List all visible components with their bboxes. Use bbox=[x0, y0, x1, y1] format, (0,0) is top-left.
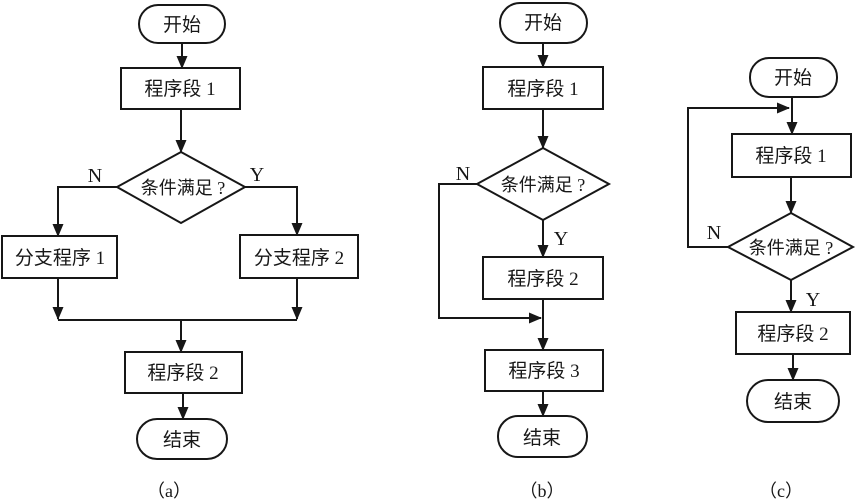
b-process-2-label: 程序段 2 bbox=[507, 268, 578, 290]
a-process-2-label: 程序段 2 bbox=[147, 362, 218, 384]
c-process-1-box bbox=[731, 133, 852, 178]
c-yes-label: Y bbox=[806, 289, 820, 311]
b-end-label: 结束 bbox=[523, 427, 561, 449]
a-branch-1-label: 分支程序 1 bbox=[15, 247, 105, 269]
b-caption: （b） bbox=[520, 481, 565, 500]
c-end-label: 结束 bbox=[774, 391, 812, 413]
c-edge-no-loop bbox=[687, 102, 790, 248]
b-start-label: 开始 bbox=[524, 12, 562, 34]
b-yes-label: Y bbox=[554, 228, 568, 250]
a-caption: （a） bbox=[147, 481, 191, 500]
a-branch-2-label: 分支程序 2 bbox=[254, 247, 344, 269]
c-start-terminator bbox=[749, 57, 838, 98]
a-branch-1-box bbox=[1, 235, 118, 279]
a-yes-label: Y bbox=[250, 164, 264, 186]
c-start-label: 开始 bbox=[774, 67, 812, 89]
flowchart-a: 开始 程序段 1 条件满足 ? N Y 分支程序 1 分支程序 2 程序段 2 … bbox=[1, 4, 359, 500]
b-edge-no-loop bbox=[438, 183, 542, 324]
c-process-2-label: 程序段 2 bbox=[757, 323, 828, 345]
c-caption: （c） bbox=[759, 481, 803, 500]
a-decision-label: 条件满足 ? bbox=[141, 178, 226, 198]
a-decision-diamond bbox=[114, 150, 248, 225]
b-process-3-label: 程序段 3 bbox=[508, 360, 579, 382]
c-process-2-box bbox=[735, 311, 851, 355]
a-start-label: 开始 bbox=[163, 14, 201, 36]
c-no-label: N bbox=[707, 222, 721, 244]
flowchart-c: 开始 程序段 1 条件满足 ? N Y 程序段 2 结束 （c） bbox=[687, 57, 856, 500]
c-decision-label: 条件满足 ? bbox=[749, 238, 834, 258]
b-decision-label: 条件满足 ? bbox=[501, 175, 586, 195]
a-process-1-box bbox=[120, 67, 241, 110]
b-process-1-box bbox=[482, 66, 604, 110]
b-process-1-label: 程序段 1 bbox=[507, 78, 578, 100]
b-no-label: N bbox=[456, 163, 470, 185]
flowchart-b: 开始 程序段 1 条件满足 ? N Y 程序段 2 程序段 3 结束 （b） bbox=[438, 2, 612, 500]
c-process-1-label: 程序段 1 bbox=[755, 145, 826, 167]
a-process-1-label: 程序段 1 bbox=[144, 78, 215, 100]
a-no-label: N bbox=[88, 165, 102, 187]
a-edge-yes-to-branch2 bbox=[245, 186, 303, 236]
a-end-label: 结束 bbox=[163, 429, 201, 451]
a-edge-no-to-branch1 bbox=[52, 186, 117, 237]
